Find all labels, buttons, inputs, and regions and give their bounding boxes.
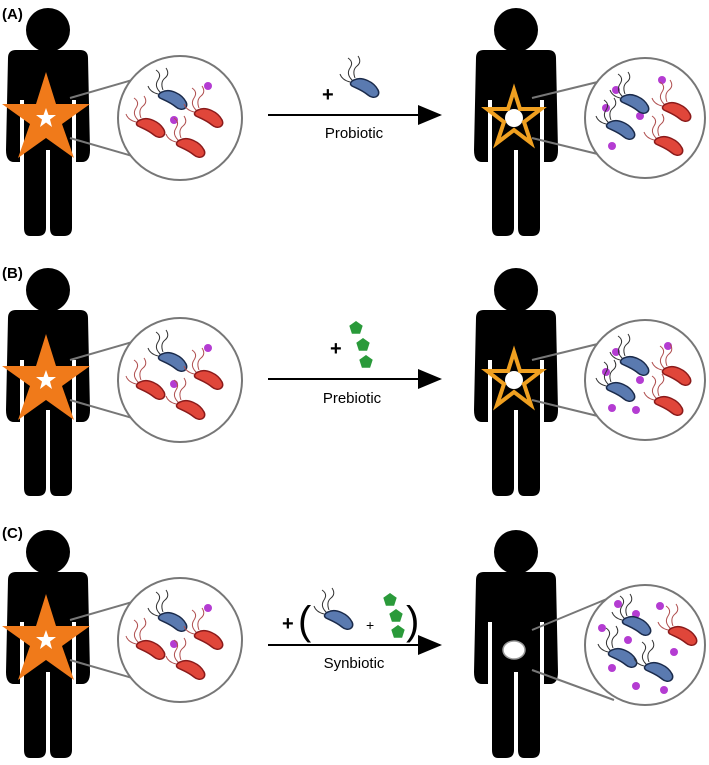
open-paren: ( [298, 599, 312, 643]
after-person-a [474, 8, 706, 236]
probiotic-bacterium-icon [339, 55, 380, 99]
fiber-chain-icon [349, 321, 373, 368]
healthy-gut-icon [502, 640, 526, 660]
treatment-arrow-c: + ( + ) Synbiotic [268, 587, 442, 672]
metabolite-dot [632, 406, 640, 414]
panel-c: (C) + ( + [2, 525, 706, 758]
fiber-chain-icon [383, 593, 405, 638]
panel-a-label: (A) [2, 6, 23, 23]
metabolite-dot [608, 142, 616, 150]
panel-b: (B) + [2, 265, 706, 496]
after-person-c [474, 530, 706, 758]
metabolite-dot [170, 640, 178, 648]
metabolite-dot [636, 376, 644, 384]
before-person-c [2, 530, 243, 758]
gut-lens-before-c [117, 577, 243, 703]
panel-a: (A) + Probiotic [2, 6, 706, 236]
gut-lens-before-a [117, 55, 243, 181]
treatment-label: Prebiotic [323, 390, 382, 407]
metabolite-dot [636, 112, 644, 120]
plus-sign: + [330, 338, 342, 360]
metabolite-dot [632, 682, 640, 690]
metabolite-dot [608, 664, 616, 672]
panel-b-label: (B) [2, 265, 23, 282]
gut-lens-after-b [584, 319, 706, 441]
metabolite-dot [624, 636, 632, 644]
metabolite-dot [614, 600, 622, 608]
metabolite-dot [660, 686, 668, 694]
metabolite-dot [608, 404, 616, 412]
metabolite-dot [170, 380, 178, 388]
inner-plus-sign: + [366, 617, 374, 633]
probiotic-bacterium-icon [313, 587, 354, 631]
after-person-b [474, 268, 706, 496]
treatment-arrow-a: + Probiotic [268, 55, 442, 142]
metabolite-dot [658, 76, 666, 84]
metabolite-dot [598, 624, 606, 632]
panel-c-label: (C) [2, 525, 23, 542]
metabolite-dot [632, 610, 640, 618]
gut-lens-after-c [584, 584, 706, 706]
metabolite-dot [170, 116, 178, 124]
metabolite-dot [204, 604, 212, 612]
treatment-arrow-b: + Prebiotic [268, 321, 442, 407]
before-person-a [2, 8, 243, 236]
plus-sign: + [282, 613, 294, 635]
metabolite-dot [656, 602, 664, 610]
before-person-b [2, 268, 243, 496]
metabolite-dot [670, 648, 678, 656]
treatment-label: Synbiotic [324, 655, 385, 672]
treatment-label: Probiotic [325, 125, 384, 142]
metabolite-dot [204, 344, 212, 352]
gut-lens-before-b [117, 317, 243, 443]
metabolite-dot [204, 82, 212, 90]
close-paren: ) [406, 599, 419, 643]
gut-lens-after-a [584, 57, 706, 179]
plus-sign: + [322, 84, 334, 106]
